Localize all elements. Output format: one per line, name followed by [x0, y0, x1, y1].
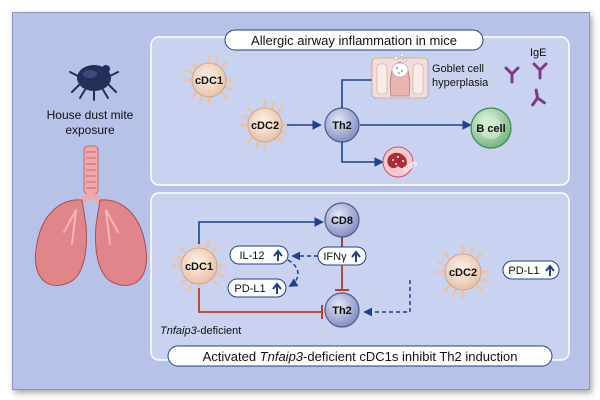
dust-mite-icon — [69, 65, 119, 101]
dendritic-cell-cdc2-top — [239, 99, 291, 151]
ige-label: IgE — [530, 47, 547, 59]
arrow-cdc1-to-cd8 — [198, 217, 324, 244]
arrow-th2-to-eos — [341, 142, 384, 167]
exposure-label-line1: House dust mite — [47, 108, 134, 122]
goblet-label-line2: hyperplasia — [432, 77, 489, 89]
bcell-label: B cell — [476, 123, 505, 135]
goblet-label-line1: Goblet cell — [432, 63, 484, 75]
arrow-th2-to-goblet — [341, 75, 384, 108]
pdl1-right-up-arrow-icon — [545, 264, 555, 276]
th2-cell-bottom — [324, 292, 360, 328]
cdc1-bottom-label: cDC1 — [185, 261, 213, 273]
pdl1-left-up-arrow-icon — [272, 282, 282, 294]
il12-pill — [229, 245, 289, 265]
arrow-cdc2-to-th2 — [363, 280, 411, 317]
ifng-up-arrow-icon — [351, 250, 361, 262]
ifng-label: IFNγ — [323, 251, 347, 263]
pdl1-left-label: PD-L1 — [234, 283, 265, 295]
cd8-label: CD8 — [331, 215, 353, 227]
bottom-title-pill — [167, 345, 553, 367]
lungs-icon — [34, 145, 148, 286]
pdl1-right-pill — [502, 260, 560, 280]
deficient-label: Tnfaip3-deficient — [160, 325, 241, 337]
pdl1-left-pill — [227, 278, 287, 298]
cdc2-top-label: cDC2 — [251, 120, 279, 132]
th2-top-label: Th2 — [332, 120, 352, 132]
b-cell-nucleus — [480, 117, 502, 139]
top-panel-title: Allergic airway inflammation in mice — [251, 33, 457, 48]
exposure-label-line2: exposure — [65, 123, 115, 137]
il12-up-arrow-icon — [273, 249, 283, 261]
cdc2-bottom-label: cDC2 — [449, 267, 477, 279]
inhibit-cdc1-to-th2 — [198, 288, 322, 313]
arrow-il12-to-pdl1 — [287, 259, 299, 287]
ige-antibody-icon — [504, 62, 548, 107]
dendritic-cell-cdc2-bottom — [435, 244, 491, 300]
il12-label: IL-12 — [239, 250, 264, 262]
goblet-cell-icon — [371, 52, 429, 99]
pdl1-right-label: PD-L1 — [508, 265, 539, 277]
eosinophil-cell — [382, 146, 414, 178]
th2-bottom-label: Th2 — [332, 305, 352, 317]
top-title-pill — [224, 29, 484, 51]
bottom-panel-title: Activated Tnfaip3-deficient cDC1s inhibi… — [203, 349, 518, 364]
dendritic-cell-cdc1-bottom — [171, 238, 227, 294]
cdc1-top-label: cDC1 — [195, 75, 223, 87]
dendritic-cell-cdc1-top — [183, 54, 235, 106]
